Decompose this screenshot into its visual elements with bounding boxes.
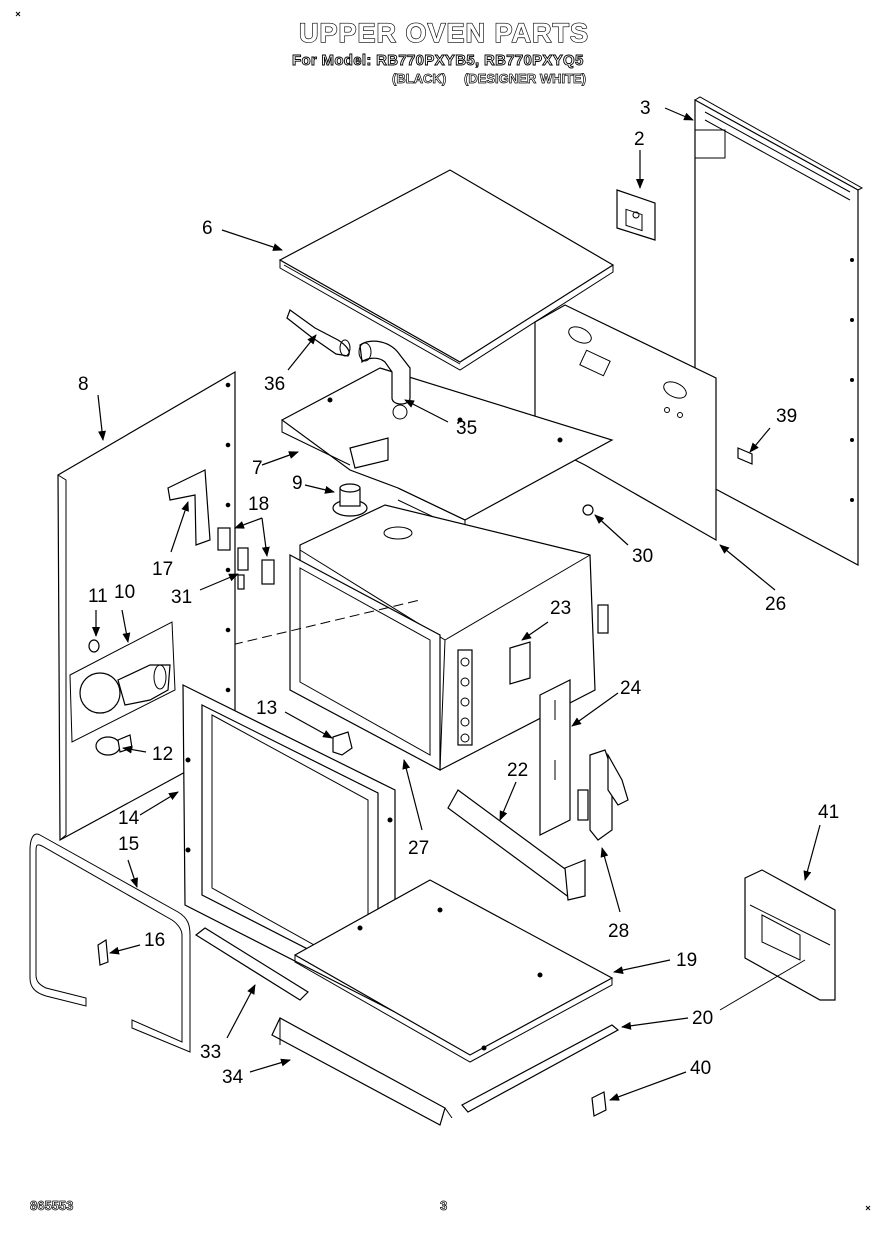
callout-20: 20 xyxy=(692,1008,713,1029)
callout-19: 19 xyxy=(676,950,697,971)
part-30-plug xyxy=(582,504,594,516)
part-15-gasket xyxy=(29,833,191,1053)
part-23-plate xyxy=(509,641,531,685)
callout-35: 35 xyxy=(456,418,477,439)
corner-mark xyxy=(15,11,21,17)
part-10-light-socket xyxy=(79,664,171,714)
callout-3: 3 xyxy=(640,98,651,119)
callout-39: 39 xyxy=(776,406,797,427)
part-41-cover xyxy=(744,869,836,1001)
callout-6: 6 xyxy=(202,218,213,239)
part-35-vent-pipe xyxy=(358,340,411,405)
callout-14: 14 xyxy=(118,808,140,829)
part-27-oven-cavity xyxy=(159,504,609,771)
callout-23: 23 xyxy=(550,598,571,619)
part-2-bracket xyxy=(616,189,656,241)
document-number: 865553 xyxy=(30,1198,74,1214)
callout-7: 7 xyxy=(252,458,263,479)
part-33-bar xyxy=(194,927,309,1001)
part-14-door-frame xyxy=(182,684,396,1013)
part-3-rear-panel xyxy=(694,96,864,567)
part-13-clip xyxy=(332,731,353,756)
callout-9: 9 xyxy=(292,473,303,494)
callout-28: 28 xyxy=(608,921,629,942)
part-26-side-panel xyxy=(534,304,717,542)
callout-18: 18 xyxy=(248,494,269,515)
callout-13: 13 xyxy=(256,698,277,719)
page-title: UPPER OVEN PARTS xyxy=(298,17,590,48)
callout-36: 36 xyxy=(264,374,285,395)
part-31-switch xyxy=(237,547,249,590)
part-20-rail xyxy=(461,1024,620,1113)
callout-8: 8 xyxy=(78,374,89,395)
callout-22: 22 xyxy=(507,760,528,781)
callout-labels: 3 2 6 8 36 35 39 7 9 18 30 17 31 11 10 2… xyxy=(78,98,839,1088)
part-36-vent-duct xyxy=(286,309,351,357)
callout-30: 30 xyxy=(632,546,653,567)
callout-2: 2 xyxy=(634,129,645,150)
callout-11: 11 xyxy=(88,586,108,607)
part-34-rail xyxy=(271,1017,453,1126)
part-9-knob xyxy=(332,483,368,517)
callout-24: 24 xyxy=(620,678,642,699)
part-28-hinge xyxy=(577,749,629,841)
part-19-bottom-panel xyxy=(293,879,614,1063)
part-6-top-panel xyxy=(278,169,615,371)
cavity-side-bracket xyxy=(457,649,473,746)
callout-12: 12 xyxy=(152,744,173,765)
part-39-clip xyxy=(737,447,753,465)
callout-33: 33 xyxy=(200,1042,221,1063)
callout-26: 26 xyxy=(765,594,786,615)
corner-mark xyxy=(865,1205,871,1211)
part-17-bracket xyxy=(167,469,211,546)
part-22-strip xyxy=(447,789,586,901)
callout-31: 31 xyxy=(171,587,192,608)
callout-17: 17 xyxy=(152,559,173,580)
page-number: 3 xyxy=(440,1198,448,1214)
callout-34: 34 xyxy=(222,1067,244,1088)
callout-10: 10 xyxy=(114,582,135,603)
callout-15: 15 xyxy=(118,834,139,855)
leader-lines xyxy=(92,107,821,1101)
part-24-strip xyxy=(539,679,571,836)
callout-27: 27 xyxy=(408,838,429,859)
callout-41: 41 xyxy=(818,802,839,823)
callout-16: 16 xyxy=(144,930,165,951)
callout-40: 40 xyxy=(690,1058,711,1079)
model-line: For Model: RB770PXYB5, RB770PXYQ5 xyxy=(292,52,584,70)
part-16-clip xyxy=(97,938,109,966)
variant-designer-white: (DESIGNER WHITE) xyxy=(464,71,587,87)
part-18-switch xyxy=(217,527,275,585)
part-40-clip xyxy=(591,1091,607,1117)
variant-black: (BLACK) xyxy=(392,71,447,87)
part-11-washer xyxy=(88,639,100,653)
